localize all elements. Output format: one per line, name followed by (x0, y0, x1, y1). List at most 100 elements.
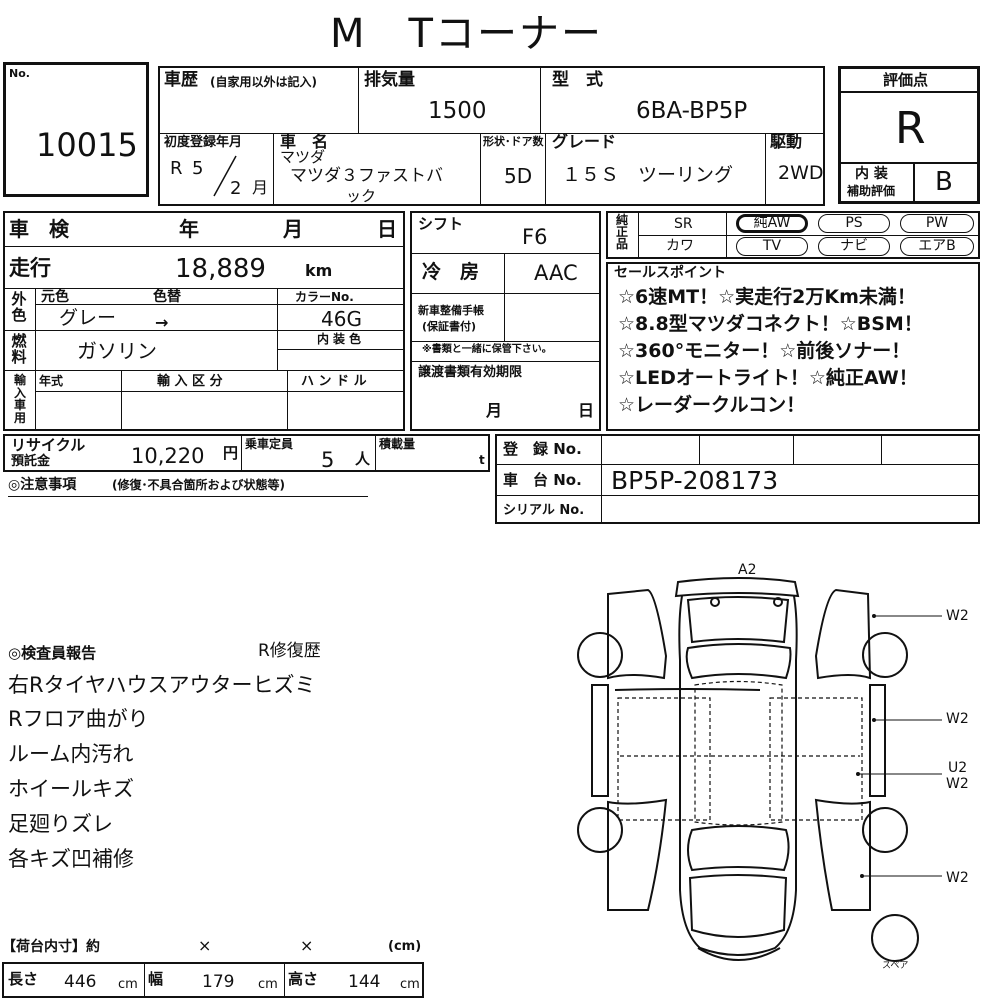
body-value: 5D (504, 164, 533, 188)
cargo-dimensions-box: 長さ 446 cm 幅 179 cm 高さ 144 cm (2, 962, 424, 998)
first-reg-label: 初度登録年月 (164, 135, 243, 150)
serial-label: シリアル No. (503, 503, 585, 518)
cargo-height-unit: cm (400, 977, 420, 992)
maintenance-label-2: (保証書付) (422, 320, 477, 333)
cargo-label: 【荷台内寸】約 (2, 939, 100, 955)
aircon-value: AAC (534, 261, 578, 285)
inspector-repair: R修復歴 (258, 641, 321, 661)
car-damage-diagram (577, 577, 942, 962)
diagram-mark-floor-u2: U2 (948, 760, 968, 776)
diagram-mark-floor-w2: W2 (946, 776, 969, 792)
capacity-value: 5 (321, 448, 335, 472)
drive-value: 2WD (778, 162, 824, 184)
inspector-line: 各キズ凹補修 (8, 847, 134, 871)
chassis-label: 車 台 No. (503, 471, 582, 489)
mileage-unit: km (305, 261, 333, 280)
color-arrow: → (155, 313, 169, 332)
chassis-value: BP5P-208173 (611, 466, 779, 495)
lot-number-box: No. 10015 (3, 62, 149, 197)
grade-value: １５Ｓ ツーリング (562, 164, 734, 186)
sales-line: ☆360°モニター！☆前後ソナー！ (618, 340, 911, 362)
equipment-pill-tv: TV (736, 237, 808, 256)
registration-box: 登 録 No. 車 台 No. BP5P-208173 シリアル No. (495, 434, 980, 524)
inspection-year-unit: 年 (179, 217, 199, 241)
sales-line: ☆LEDオートライト！☆純正AW！ (618, 367, 918, 389)
interior-label-2: 補助評価 (847, 184, 896, 198)
cargo-width-value: 179 (202, 972, 235, 992)
inspector-line: 足廻りズレ (8, 812, 113, 836)
first-reg-month: 2 (230, 178, 242, 199)
equipment-pill-alloy-wheels: 純AW (736, 214, 808, 233)
displacement-label: 排気量 (364, 70, 415, 90)
inspector-label: ◎検査員報告 (8, 644, 97, 662)
caution-underline (8, 496, 368, 497)
sales-line: ☆レーダークルコン！ (618, 394, 806, 416)
recycle-capacity-box: リサイクル 預託金 10,220 円 乗車定員 5 人 積載量 t (3, 434, 490, 472)
car-name: マツダ３ファストバ (290, 166, 443, 186)
recycle-label-2: 預託金 (11, 454, 51, 469)
equipment-label: 純正品 (615, 213, 628, 251)
transfer-month-unit: 月 (486, 401, 503, 420)
body-label: 形状･ドア数 (483, 135, 544, 148)
lot-number: 10015 (36, 126, 138, 164)
mileage-value: 18,889 (175, 254, 266, 284)
orig-color-label: 元色 (41, 289, 69, 305)
equipment-pill-power-steering: PS (818, 214, 890, 233)
caution-sub-label: (修復･不具合箇所および状態等) (112, 478, 285, 492)
cargo-length-label: 長さ (8, 970, 39, 988)
lot-no-label: No. (9, 67, 30, 80)
interior-label-1: 内 装 (855, 166, 888, 182)
maintenance-label-1: 新車整備手帳 (418, 304, 484, 317)
capacity-label: 乗車定員 (245, 437, 294, 451)
orig-color-value: グレー (59, 307, 117, 329)
shift-value: F6 (522, 225, 548, 249)
cargo-length-unit: cm (118, 977, 138, 992)
model-code-label: 型 式 (552, 70, 603, 90)
transfer-label: 譲渡書類有効期限 (418, 365, 523, 380)
model-code-value: 6BA-BP5P (636, 98, 748, 124)
sales-line: ☆6速MT！☆実走行2万Km未満！ (618, 286, 916, 308)
fuel-label: 燃料 (11, 332, 27, 366)
import-handle-label: ハ ン ド ル (301, 374, 367, 389)
transfer-day-unit: 日 (578, 401, 595, 420)
car-name-cont: ック (346, 187, 377, 205)
maintenance-note: ※書類と一緒に保管下さい。 (422, 344, 552, 355)
rating-box: 評価点 R 内 装 補助評価 B (838, 66, 980, 204)
cargo-x1: × (198, 936, 212, 955)
color-code-value: 46G (321, 307, 362, 331)
rating-label: 評価点 (883, 71, 929, 89)
diagram-mark-side-w2: W2 (946, 711, 969, 727)
cargo-width-unit: cm (258, 977, 278, 992)
cargo-width-label: 幅 (148, 970, 164, 988)
inspection-mileage-grid: 車 検 年 月 日 走行 18,889 km 外色 元色 色替 グレー → カラ… (3, 211, 405, 431)
change-color-label: 色替 (153, 289, 181, 305)
inspector-line: ホイールキズ (8, 777, 134, 801)
equipment-sr: SR (674, 216, 693, 232)
recycle-unit: 円 (223, 444, 239, 462)
cargo-x2: × (300, 936, 314, 955)
history-label: 車歴 (164, 70, 198, 90)
equipment-pill-power-windows: PW (900, 214, 974, 233)
inspector-line: Rフロア曲がり (8, 707, 149, 731)
inspector-line: ルーム内汚れ (8, 742, 134, 766)
page-title: M Tコーナー (330, 11, 603, 57)
exterior-color-side-label: 外色 (11, 290, 27, 324)
inspector-line: 右Rタイヤハウスアウターヒズミ (8, 673, 316, 697)
sales-points-box: セールスポイント ☆6速MT！☆実走行2万Km未満！ ☆8.8型マツダコネクト！… (606, 262, 980, 431)
grade-label: グレード (552, 132, 617, 151)
car-name-label: 車 名 (280, 132, 329, 151)
fuel-value: ガソリン (77, 339, 157, 363)
capacity-unit: 人 (355, 450, 371, 468)
load-unit: t (479, 453, 485, 467)
equipment-pill-navi: ナビ (818, 237, 890, 256)
caution-label: ◎注意事項 (8, 477, 77, 493)
first-reg-year: 5 (192, 158, 204, 179)
sales-line: ☆8.8型マツダコネクト！☆BSM！ (618, 313, 923, 335)
history-sub-label: (自家用以外は記入) (210, 75, 317, 89)
inspection-month-unit: 月 (283, 217, 303, 241)
import-year-label: 年式 (39, 374, 64, 388)
inspection-day-unit: 日 (377, 217, 397, 241)
cargo-length-value: 446 (64, 972, 97, 992)
diagram-mark-rear-w2: W2 (946, 608, 969, 624)
cargo-unit: (cm) (388, 939, 422, 954)
